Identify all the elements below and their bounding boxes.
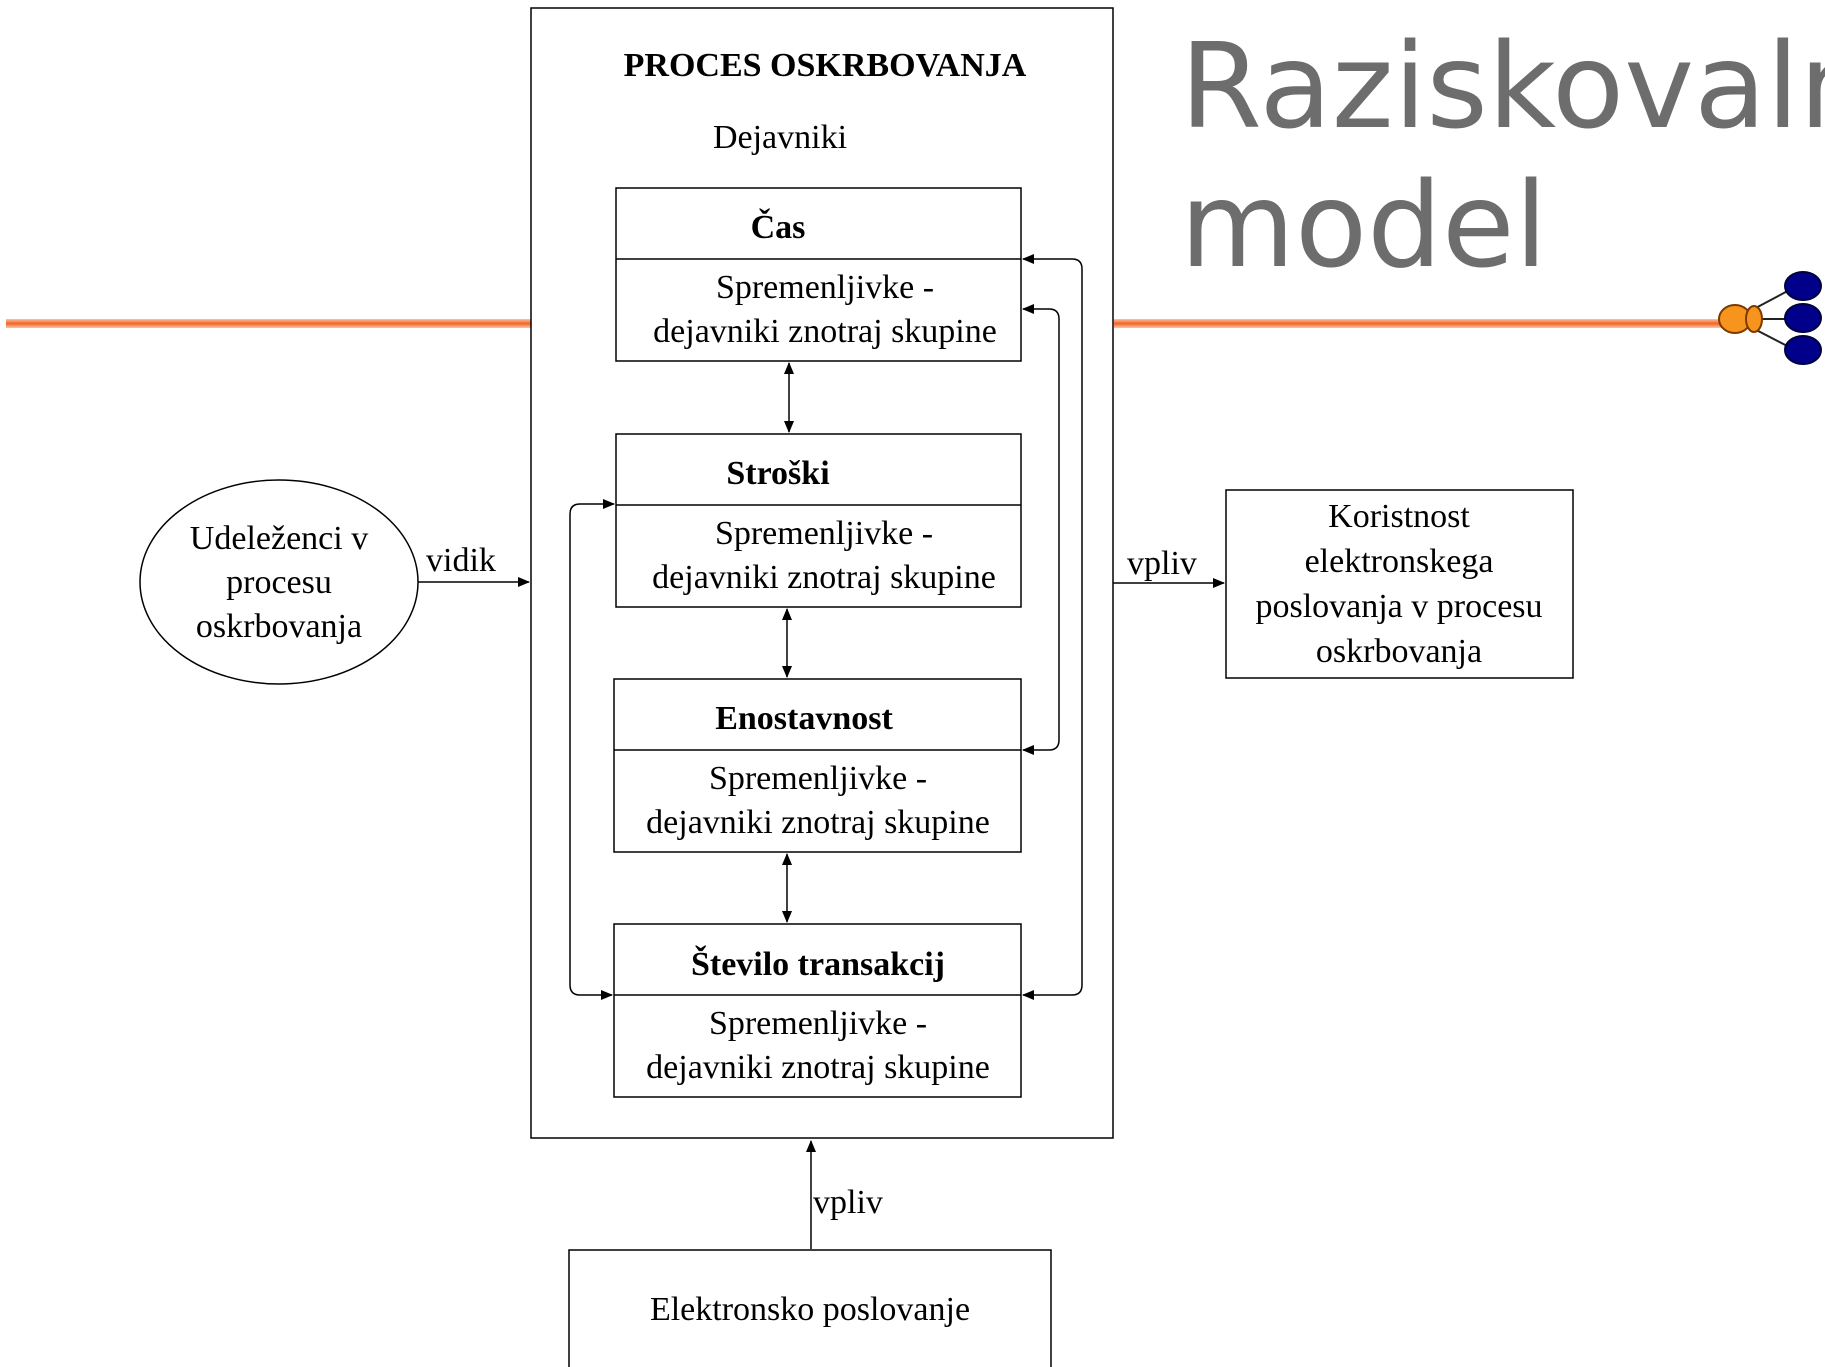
benefit-line2: elektronskega [1305, 543, 1494, 580]
factor-desc-line2: dejavniki znotraj skupine [652, 559, 996, 596]
participants-line2: procesu [226, 564, 332, 601]
factor-box-stroski: Stroški Spremenljivke - dejavniki znotra… [615, 433, 1022, 608]
factors-label: Dejavniki [713, 119, 847, 156]
accent-line-left [6, 319, 531, 328]
connector-cas-stevilo [1022, 254, 1083, 1000]
benefit-line3: poslovanja v procesu [1255, 588, 1542, 625]
benefit-box: Koristnost elektronskega poslovanja v pr… [1225, 489, 1574, 679]
factor-name: Stroški [726, 455, 829, 492]
factor-desc-line1: Spremenljivke - [709, 760, 927, 797]
slide-title-line1: Raziskovalni [1180, 17, 1825, 155]
participants-line3: oskrbovanja [196, 608, 362, 645]
connector-cas-enostavnost [1022, 304, 1060, 755]
slide-title-line2: model [1180, 156, 1547, 294]
factor-desc-line1: Spremenljivke - [716, 269, 934, 306]
factor-name: Enostavnost [715, 700, 893, 737]
factor-box-stevilo-transakcij: Število transakcij Spremenljivke - dejav… [613, 923, 1022, 1098]
connector-stroski-stevilo [569, 499, 615, 1000]
vpliv-bottom-label: vpliv [813, 1184, 883, 1221]
participants-node: Udeleženci v procesu oskrbovanja [139, 479, 419, 685]
accent-line-right [1114, 319, 1730, 328]
benefit-line4: oskrbovanja [1316, 633, 1482, 670]
factor-name: Čas [751, 208, 806, 246]
factor-desc-line2: dejavniki znotraj skupine [646, 1049, 990, 1086]
ebusiness-box: Elektronsko poslovanje [568, 1249, 1052, 1367]
vpliv-right-label: vpliv [1127, 545, 1197, 582]
factor-name: Število transakcij [691, 945, 945, 983]
molecule-logo-icon [1718, 271, 1822, 365]
vidik-label: vidik [426, 542, 496, 579]
ebusiness-label: Elektronsko poslovanje [650, 1291, 970, 1328]
benefit-line1: Koristnost [1328, 498, 1470, 535]
process-title: PROCES OSKRBOVANJA [624, 47, 1027, 84]
factor-box-cas: Čas Spremenljivke - dejavniki znotraj sk… [615, 187, 1022, 362]
factor-desc-line2: dejavniki znotraj skupine [646, 804, 990, 841]
factor-desc-line2: dejavniki znotraj skupine [653, 313, 997, 350]
participants-line1: Udeleženci v [190, 520, 368, 557]
factor-desc-line1: Spremenljivke - [715, 515, 933, 552]
factor-box-enostavnost: Enostavnost Spremenljivke - dejavniki zn… [613, 678, 1022, 853]
factor-desc-line1: Spremenljivke - [709, 1005, 927, 1042]
